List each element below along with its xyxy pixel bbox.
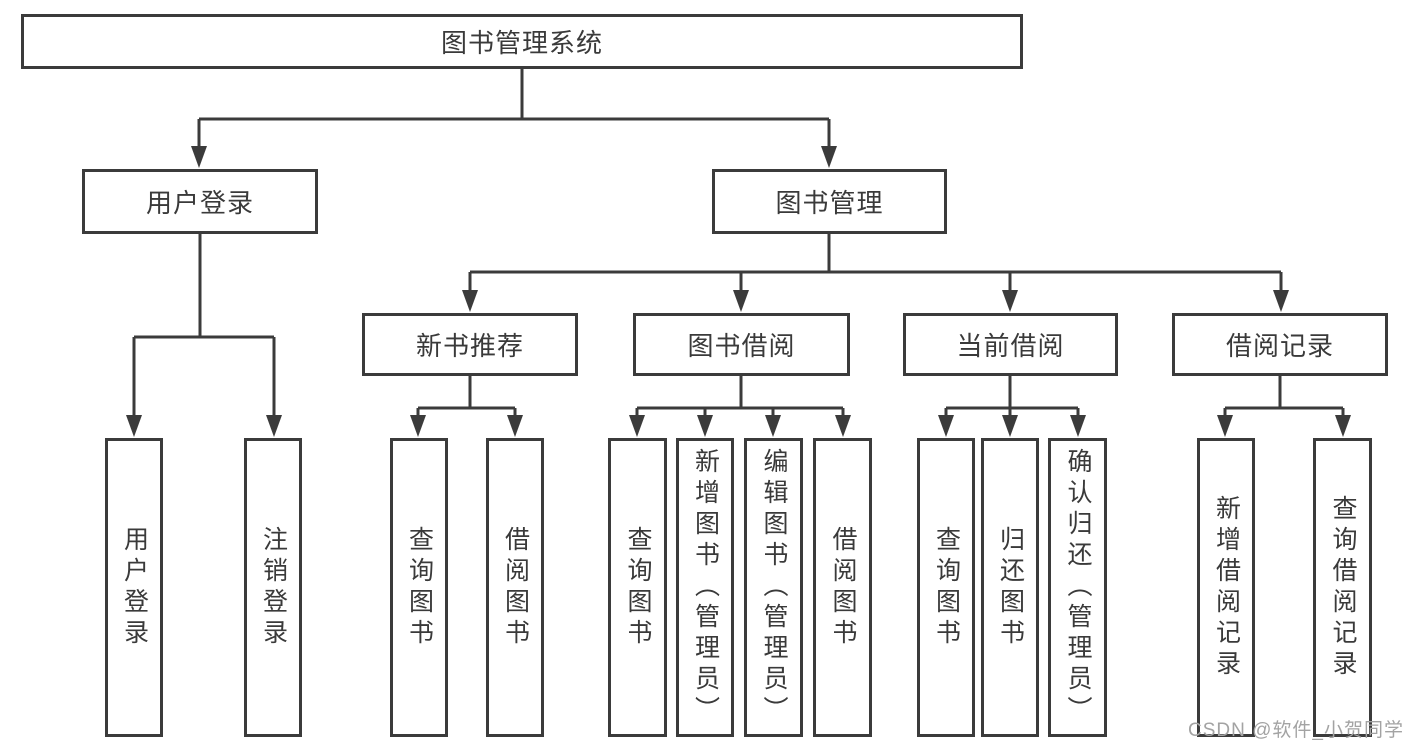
leaf-query-books-current: 查询图书	[917, 438, 975, 737]
leaf-label: 新增借阅记录	[1212, 494, 1241, 681]
leaf-confirm-return-admin: 确认归还（管理员）	[1048, 438, 1107, 737]
leaf-label: 确认归还（管理员）	[1064, 448, 1092, 727]
leaf-user-login: 用户登录	[105, 438, 163, 737]
node-book-borrow: 图书借阅	[633, 313, 850, 376]
leaf-label: 查询图书	[405, 525, 434, 650]
leaf-label: 查询图书	[932, 525, 961, 650]
leaf-label: 注销登录	[259, 525, 288, 650]
node-user-login: 用户登录	[82, 169, 318, 234]
node-system-root: 图书管理系统	[21, 14, 1023, 69]
node-current-borrow: 当前借阅	[903, 313, 1118, 376]
leaf-label: 归还图书	[996, 525, 1025, 650]
node-new-book-recommend: 新书推荐	[362, 313, 578, 376]
leaf-logout: 注销登录	[244, 438, 302, 737]
leaf-borrow-books-recommend: 借阅图书	[486, 438, 544, 737]
leaf-add-borrow-record: 新增借阅记录	[1197, 438, 1255, 737]
csdn-watermark: CSDN @软件_小贺同学	[1188, 720, 1404, 741]
leaf-query-borrow-record: 查询借阅记录	[1313, 438, 1372, 737]
leaf-label: 新增图书（管理员）	[691, 448, 720, 727]
node-borrow-records: 借阅记录	[1172, 313, 1388, 376]
leaf-label: 查询图书	[624, 525, 652, 650]
leaf-add-books-admin: 新增图书（管理员）	[676, 438, 734, 737]
leaf-borrow-books: 借阅图书	[813, 438, 872, 737]
arrowhead-icons	[126, 146, 1351, 437]
node-book-management: 图书管理	[712, 169, 947, 234]
leaf-label: 借阅图书	[829, 525, 857, 650]
leaf-label: 用户登录	[120, 525, 149, 650]
leaf-label: 编辑图书（管理员）	[760, 448, 788, 727]
leaf-label: 借阅图书	[501, 525, 530, 650]
leaf-label: 查询借阅记录	[1329, 494, 1357, 681]
leaf-edit-books-admin: 编辑图书（管理员）	[744, 438, 803, 737]
leaf-query-books-recommend: 查询图书	[390, 438, 448, 737]
leaf-query-books-borrow: 查询图书	[608, 438, 667, 737]
leaf-return-books: 归还图书	[981, 438, 1039, 737]
